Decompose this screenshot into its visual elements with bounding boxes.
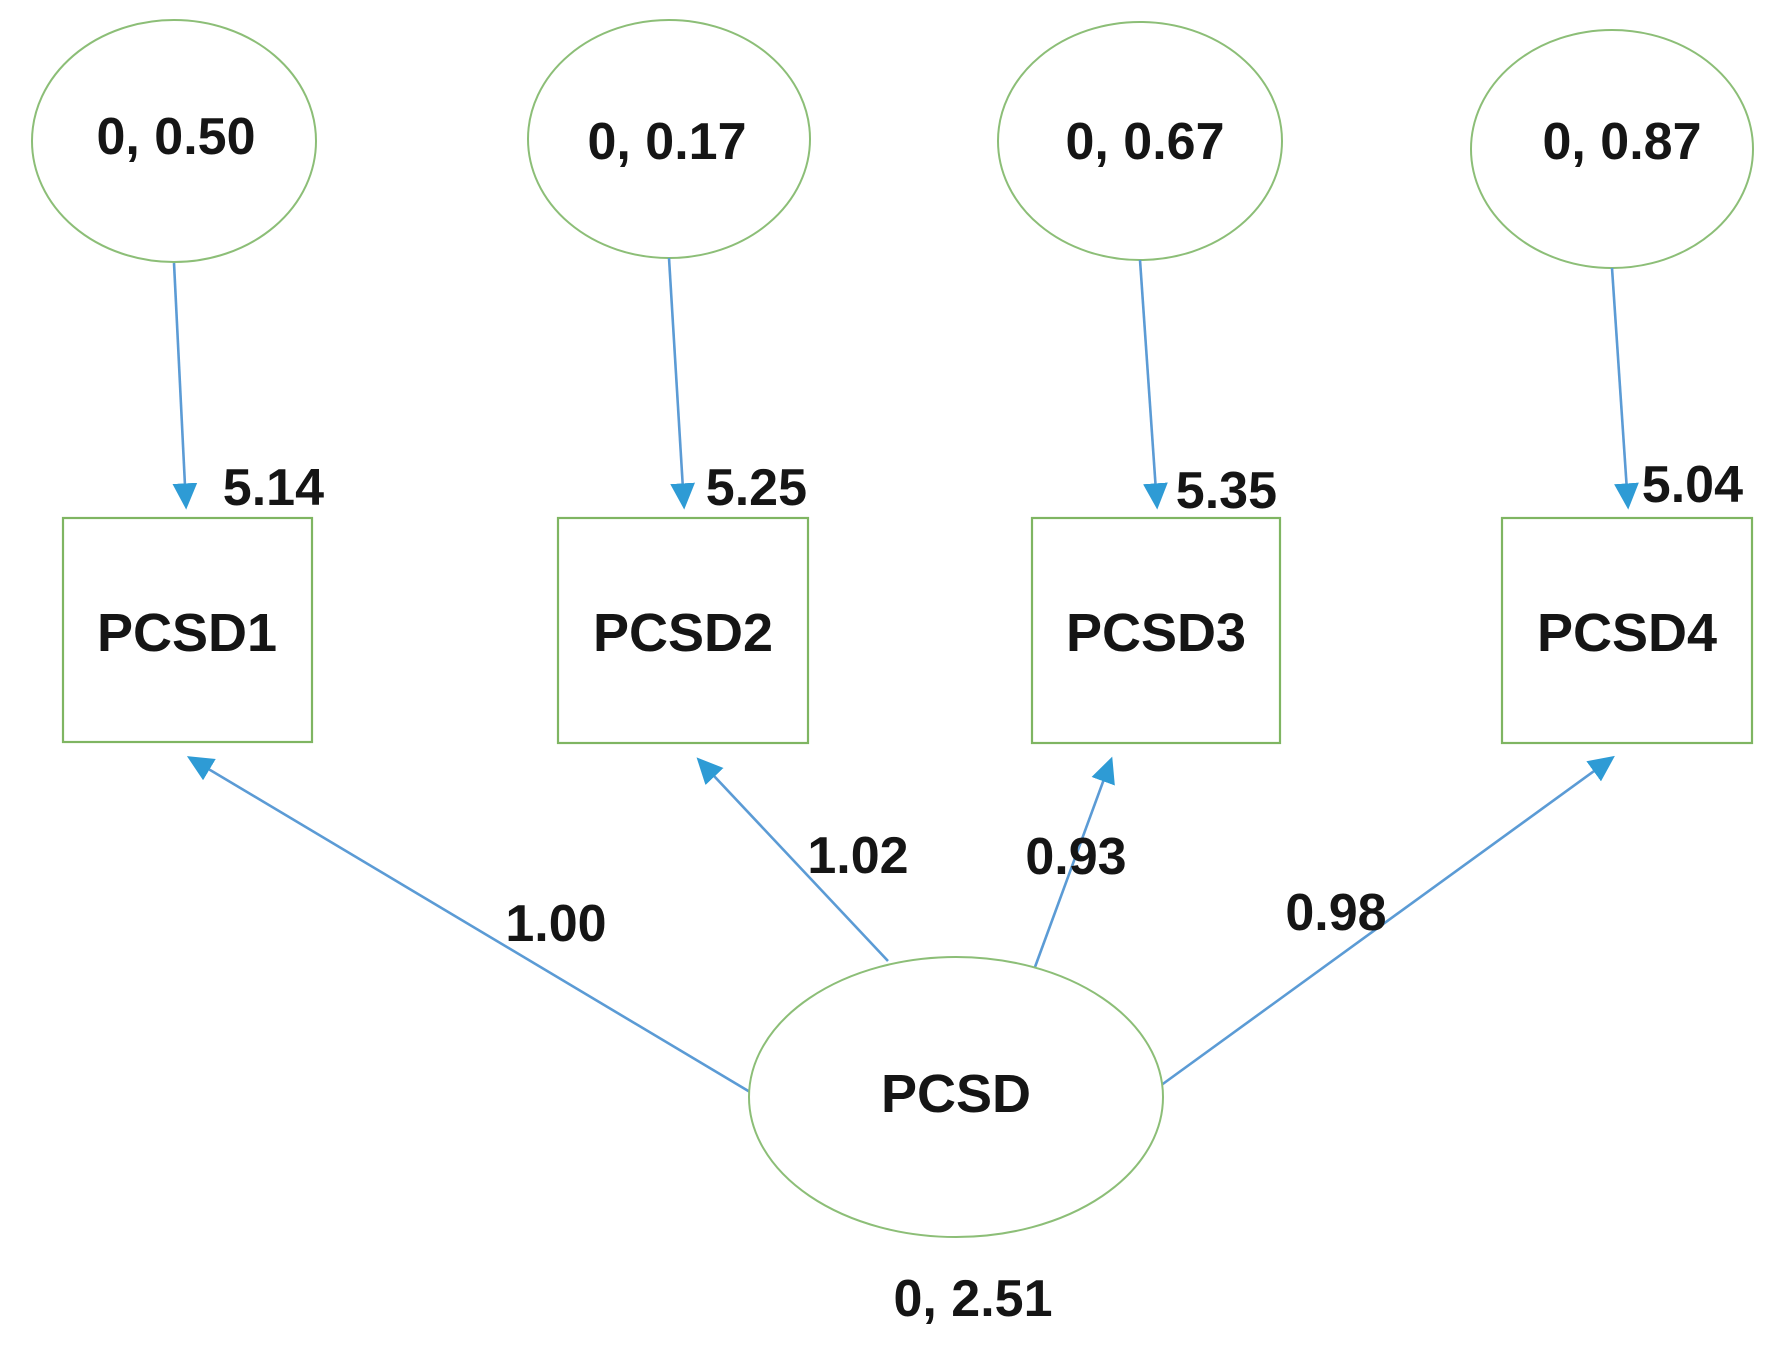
loading-arrow-1 (186, 756, 751, 1094)
loading-arrow-3 (1033, 756, 1115, 968)
error-variance-circle-1 (31, 19, 317, 263)
error-arrow-3 (1138, 259, 1168, 510)
error-arrow-2 (667, 257, 696, 510)
loading-label-2: 1.02 (807, 827, 908, 885)
error-arrow-1 (172, 262, 198, 510)
indicator-box-4 (1500, 516, 1754, 745)
indicator-label-1: PCSD1 (97, 603, 277, 663)
loading-arrow-2 (696, 757, 889, 962)
error-variance-label-3: 0, 0.67 (1065, 113, 1224, 171)
error-arrow-4 (1610, 267, 1639, 510)
error-variance-label-4: 0, 0.87 (1542, 113, 1701, 171)
loading-label-1: 1.00 (505, 895, 606, 953)
intercept-label-1: 5.14 (223, 459, 324, 517)
intercept-label-3: 5.35 (1176, 462, 1277, 520)
indicator-label-3: PCSD3 (1066, 603, 1246, 663)
indicator-box-1 (61, 516, 314, 744)
intercept-label-4: 5.04 (1642, 456, 1743, 514)
error-variance-label-1: 0, 0.50 (96, 108, 255, 166)
indicator-label-2: PCSD2 (593, 603, 773, 663)
latent-variable-ellipse (748, 956, 1164, 1238)
loading-label-3: 0.93 (1025, 828, 1126, 886)
intercept-label-2: 5.25 (706, 459, 807, 517)
loading-label-4: 0.98 (1285, 884, 1386, 942)
indicator-box-2 (556, 516, 810, 745)
loading-arrow-4 (1159, 755, 1615, 1088)
latent-mean-variance-label: 0, 2.51 (893, 1270, 1052, 1328)
indicator-box-3 (1030, 516, 1282, 745)
error-variance-label-2: 0, 0.17 (587, 113, 746, 171)
indicator-label-4: PCSD4 (1537, 603, 1717, 663)
latent-variable-label: PCSD (881, 1064, 1031, 1124)
